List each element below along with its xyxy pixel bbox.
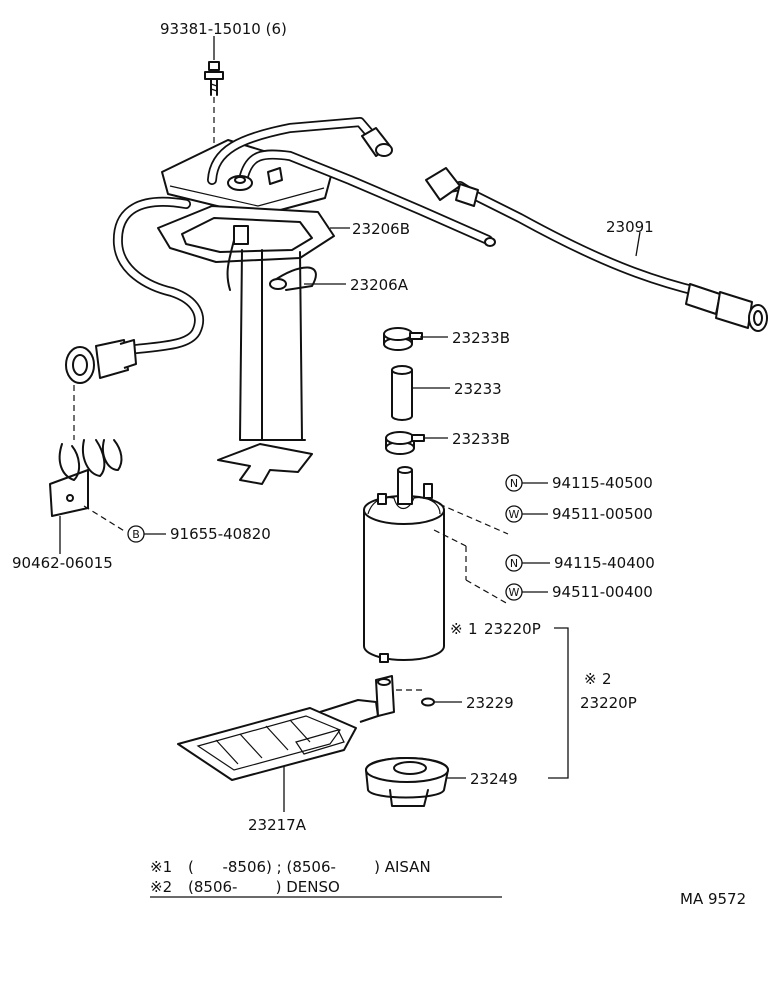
part-label-23220p-2: 23220P [580, 694, 637, 712]
symbol-n-text: N [510, 557, 518, 570]
part-label-23233: 23233 [454, 380, 502, 398]
symbol-nut-1: N [505, 474, 523, 492]
note-2-mark: ※2 [150, 878, 172, 896]
part-label-23233b-bottom: 23233B [452, 430, 510, 448]
part-label-23091: 23091 [606, 218, 654, 236]
clamp-bracket-illustration [49, 439, 127, 533]
symbol-washer-1: W [505, 505, 523, 523]
pump-bracket-illustration [157, 117, 496, 485]
part-label-94115-40400: 94115-40400 [554, 554, 655, 572]
note-mark-1: ※ [450, 620, 463, 638]
part-label-23206a: 23206A [350, 276, 409, 294]
note-number-2: 2 [602, 670, 612, 688]
symbol-b-text: B [132, 528, 140, 541]
fuel-filter-illustration [177, 675, 426, 781]
hose-23233-illustration [391, 365, 413, 421]
part-label-93381: 93381-15010 (6) [160, 20, 287, 38]
note-number-1: 1 [468, 620, 478, 638]
bolt-illustration [204, 61, 224, 150]
part-label-94511-00400: 94511-00400 [552, 583, 653, 601]
symbol-w-text: W [509, 508, 520, 521]
note-1-text: ( -8506) ; (8506- ) AISAN [188, 858, 431, 876]
part-label-91655: 91655-40820 [170, 525, 271, 543]
part-label-94115-40500: 94115-40500 [552, 474, 653, 492]
part-label-23229: 23229 [466, 694, 514, 712]
symbol-w-text: W [509, 586, 520, 599]
diagram-code: MA 9572 [680, 890, 746, 908]
fuel-hose-illustration [425, 167, 768, 332]
part-label-23249: 23249 [470, 770, 518, 788]
note-2-text: (8506- ) DENSO [188, 878, 340, 896]
wire-harness-illustration [65, 196, 204, 440]
hose-clamp-bottom-illustration [385, 431, 425, 455]
clip-23229-illustration [421, 697, 435, 707]
symbol-nut-2: N [505, 554, 523, 572]
note-mark-2: ※ [584, 670, 597, 688]
part-label-23217a: 23217A [248, 816, 307, 834]
part-label-23206b: 23206B [352, 220, 410, 238]
fuel-pump-illustration [363, 466, 509, 663]
cushion-23249-illustration [365, 757, 449, 807]
part-label-23220p-1: 23220P [484, 620, 541, 638]
part-label-94511-00500: 94511-00500 [552, 505, 653, 523]
leader-lines [59, 227, 641, 898]
note-1-mark: ※1 [150, 858, 172, 876]
symbol-n-text: N [510, 477, 518, 490]
hose-clamp-top-illustration [383, 327, 423, 351]
part-label-23233b-top: 23233B [452, 329, 510, 347]
part-label-90462: 90462-06015 [12, 554, 113, 572]
symbol-washer-2: W [505, 583, 523, 601]
symbol-bolt-b: B [127, 525, 145, 543]
